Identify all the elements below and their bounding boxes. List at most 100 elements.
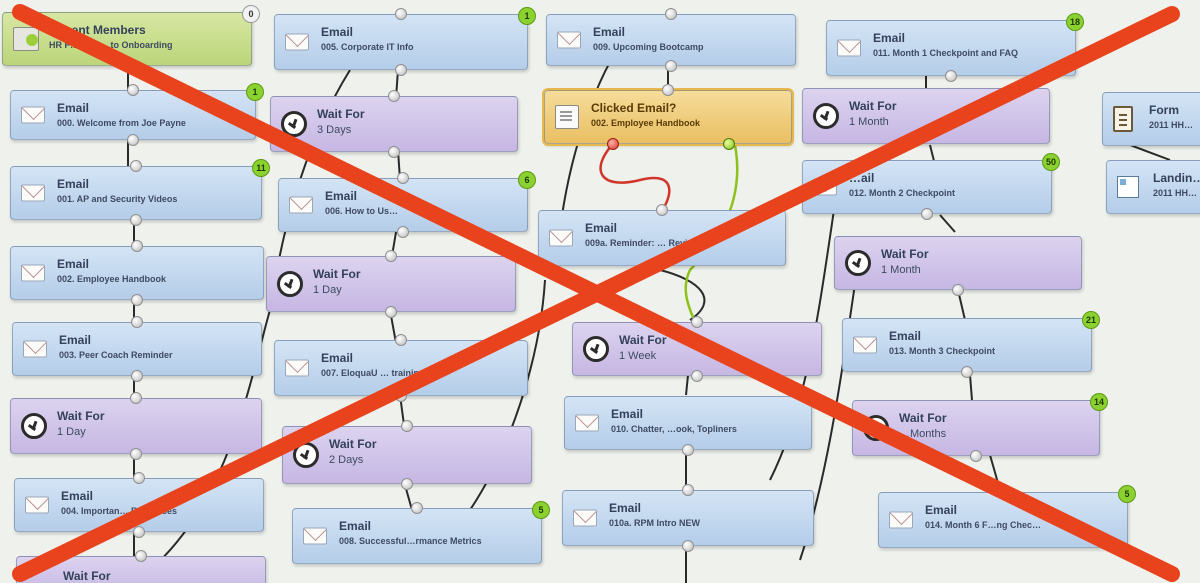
wait-step[interactable]: Wait For 1 Week bbox=[572, 316, 822, 382]
step-subtitle: 2011 HH… bbox=[1153, 188, 1198, 198]
clipboard-icon bbox=[1113, 106, 1133, 132]
output-port[interactable] bbox=[127, 134, 139, 146]
output-port[interactable] bbox=[130, 448, 142, 460]
input-port[interactable] bbox=[135, 550, 147, 562]
wait-step[interactable]: Wait For 1 Day bbox=[10, 392, 262, 460]
step-subtitle: HR F… … E… to Onboarding bbox=[49, 40, 173, 50]
input-port[interactable] bbox=[401, 420, 413, 432]
email-step[interactable]: Email 004. Importan… Resources bbox=[14, 472, 264, 538]
no-branch-port[interactable] bbox=[607, 138, 619, 150]
decision-step[interactable]: Clicked Email? 002. Employee Handbook bbox=[542, 84, 794, 150]
wait-step[interactable]: Wait For 1 Month bbox=[802, 88, 1050, 144]
email-step[interactable]: Email 005. Corporate IT Info 1 bbox=[274, 7, 536, 76]
clock-icon bbox=[845, 250, 871, 276]
step-subtitle: …Months bbox=[899, 428, 947, 440]
output-port[interactable] bbox=[388, 146, 400, 158]
output-port[interactable] bbox=[131, 370, 143, 382]
output-port[interactable] bbox=[130, 214, 142, 226]
yes-branch-port[interactable] bbox=[723, 138, 735, 150]
envelope-icon bbox=[557, 31, 581, 49]
email-step[interactable]: Email 002. Employee Handbook bbox=[10, 240, 264, 306]
output-port[interactable] bbox=[921, 208, 933, 220]
landing-page-step[interactable]: Landin… 2011 HH… bbox=[1106, 160, 1200, 214]
input-port[interactable] bbox=[397, 172, 409, 184]
input-port[interactable] bbox=[682, 484, 694, 496]
output-port[interactable] bbox=[682, 540, 694, 552]
envelope-icon bbox=[21, 264, 45, 282]
envelope-icon bbox=[289, 196, 313, 214]
step-title: Email bbox=[585, 221, 618, 235]
step-subtitle: 005. Corporate IT Info bbox=[321, 42, 414, 52]
step-subtitle: 2 Days bbox=[329, 454, 364, 466]
step-title: Wait For bbox=[313, 267, 361, 281]
output-port[interactable] bbox=[682, 444, 694, 456]
step-subtitle: 008. Successful…rmance Metrics bbox=[339, 536, 482, 546]
email-step[interactable]: Email 013. Month 3 Checkpoint 21 bbox=[842, 311, 1100, 378]
email-step[interactable]: Email 009a. Reminder: … Review bbox=[538, 204, 786, 266]
wait-step[interactable]: Wait For 1 Day bbox=[266, 250, 516, 318]
email-step[interactable]: Email 010. Chatter, …ook, Topliners bbox=[564, 396, 812, 456]
output-port[interactable] bbox=[970, 450, 982, 462]
step-subtitle: 007. EloquaU … training bbox=[321, 368, 425, 378]
output-port[interactable] bbox=[395, 64, 407, 76]
envelope-icon bbox=[21, 106, 45, 124]
output-port[interactable] bbox=[397, 226, 409, 238]
output-port[interactable] bbox=[131, 294, 143, 306]
email-step[interactable]: Email 011. Month 1 Checkpoint and FAQ 18 bbox=[826, 13, 1084, 82]
step-title: Wait For bbox=[63, 569, 111, 583]
input-port[interactable] bbox=[395, 334, 407, 346]
wait-step[interactable]: Wait For 3 Days bbox=[270, 90, 518, 158]
output-port[interactable] bbox=[395, 390, 407, 402]
input-port[interactable] bbox=[131, 240, 143, 252]
step-subtitle: 012. Month 2 Checkpoint bbox=[849, 188, 956, 198]
wait-step[interactable]: Wait For 1 Month bbox=[834, 236, 1082, 296]
step-title: Wait For bbox=[881, 247, 929, 261]
output-port[interactable] bbox=[945, 70, 957, 82]
envelope-icon bbox=[285, 359, 309, 377]
input-port[interactable] bbox=[662, 84, 674, 96]
step-title: Email bbox=[321, 351, 354, 365]
email-step[interactable]: Email 007. EloquaU … training bbox=[274, 334, 528, 402]
input-port[interactable] bbox=[388, 90, 400, 102]
input-port[interactable] bbox=[395, 8, 407, 20]
clock-icon bbox=[281, 111, 307, 137]
email-step[interactable]: Email 001. AP and Security Videos 11 bbox=[10, 159, 270, 226]
step-title: Email bbox=[61, 489, 94, 503]
email-step[interactable]: Email 000. Welcome from Joe Payne 1 bbox=[10, 83, 264, 146]
input-port[interactable] bbox=[385, 250, 397, 262]
email-step[interactable]: Email 010a. RPM Intro NEW bbox=[562, 484, 814, 552]
output-port[interactable] bbox=[133, 526, 145, 538]
input-port[interactable] bbox=[130, 392, 142, 404]
email-step[interactable]: Email 009. Upcoming Bootcamp bbox=[546, 8, 796, 72]
email-step[interactable]: Email 008. Successful…rmance Metrics 5 bbox=[292, 501, 550, 564]
step-title: Email bbox=[339, 519, 372, 533]
input-port[interactable] bbox=[665, 8, 677, 20]
form-step[interactable]: Form 2011 HH… bbox=[1102, 92, 1200, 146]
output-port[interactable] bbox=[665, 60, 677, 72]
output-port[interactable] bbox=[691, 370, 703, 382]
output-port[interactable] bbox=[961, 366, 973, 378]
input-port[interactable] bbox=[130, 160, 142, 172]
output-port[interactable] bbox=[401, 478, 413, 490]
input-port[interactable] bbox=[656, 204, 668, 216]
input-port[interactable] bbox=[691, 316, 703, 328]
output-port[interactable] bbox=[385, 306, 397, 318]
email-step[interactable]: …ail 012. Month 2 Checkpoint 50 bbox=[802, 153, 1060, 220]
wait-step[interactable]: Wait For bbox=[16, 550, 266, 583]
segment-step[interactable]: …ment Members HR F… … E… to Onboarding 0 bbox=[2, 5, 260, 66]
input-port[interactable] bbox=[411, 502, 423, 514]
step-title: Wait For bbox=[849, 99, 897, 113]
email-step[interactable]: Email 006. How to Us… 6 bbox=[278, 171, 536, 238]
count-badge: 50 bbox=[1042, 153, 1060, 171]
input-port[interactable] bbox=[127, 84, 139, 96]
input-port[interactable] bbox=[133, 472, 145, 484]
wait-step[interactable]: Wait For …Months 14 bbox=[852, 393, 1108, 462]
step-subtitle: 011. Month 1 Checkpoint and FAQ bbox=[873, 48, 1019, 58]
email-step[interactable]: Email 014. Month 6 F…ng Chec… 5 bbox=[878, 485, 1136, 548]
step-title: Wait For bbox=[899, 411, 947, 425]
input-port[interactable] bbox=[131, 316, 143, 328]
wait-step[interactable]: Wait For 2 Days bbox=[282, 420, 532, 490]
output-port[interactable] bbox=[952, 284, 964, 296]
email-step[interactable]: Email 003. Peer Coach Reminder bbox=[12, 316, 262, 382]
